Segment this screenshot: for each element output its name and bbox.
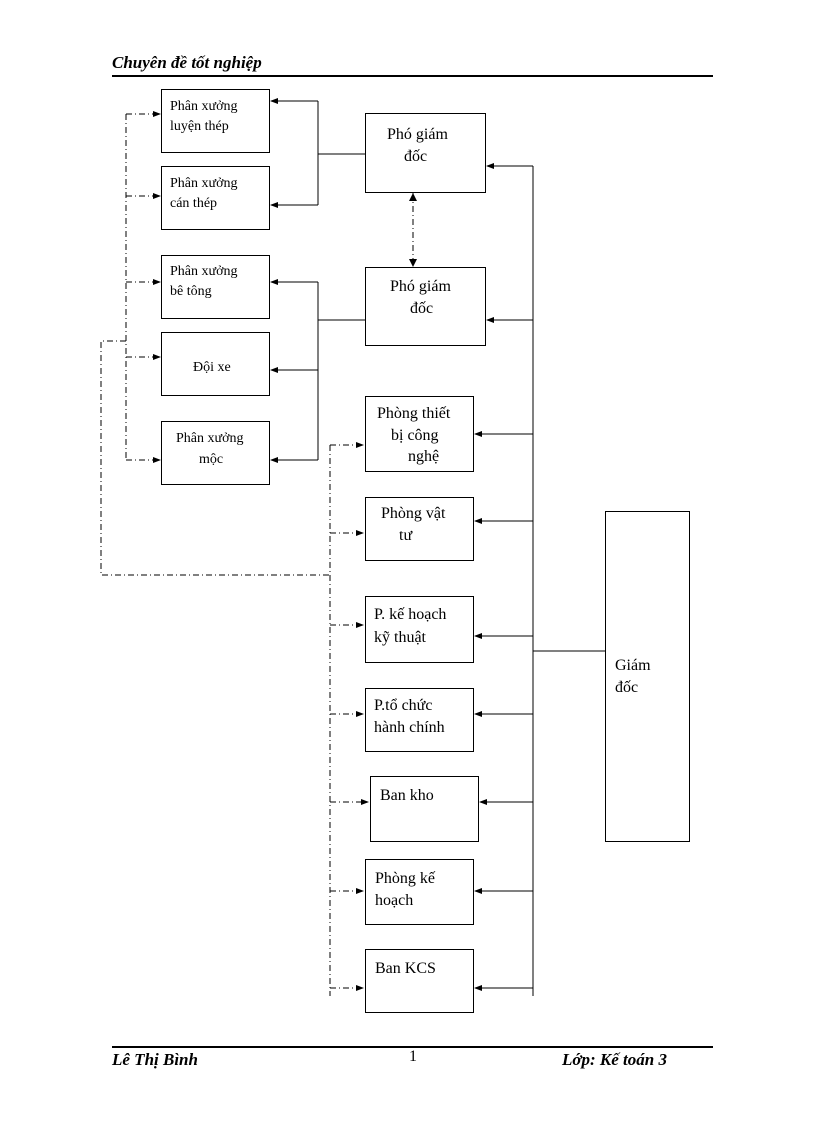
workshop-box: Phân xưởng luyện thép <box>161 89 270 153</box>
director-label-line2: đốc <box>615 679 639 696</box>
workshop-box: Phân xưởng bê tông <box>161 255 270 319</box>
department-label-line3: nghệ <box>408 448 440 465</box>
department-box: Phòng thiết bị công nghệ <box>365 396 474 472</box>
department-label-line2: tư <box>399 527 413 544</box>
department-box: P.tổ chức hành chính <box>365 688 474 752</box>
workshop-label-line2: luyện thép <box>170 119 229 134</box>
workshop-box: Đội xe <box>161 332 270 396</box>
department-label-line1: Phòng thiết <box>377 405 451 422</box>
department-label-line1: P.tổ chức <box>374 697 433 714</box>
workshop-label-line2: mộc <box>199 452 224 467</box>
department-label-line2: kỹ thuật <box>374 629 426 646</box>
department-box: P. kế hoạch kỹ thuật <box>365 596 474 663</box>
department-box: Phòng kế hoạch <box>365 859 474 925</box>
department-box: Ban kho <box>370 776 479 842</box>
deputy-2-label-line2: đốc <box>410 300 434 317</box>
page-number: 1 <box>409 1048 417 1065</box>
department-label-line1: Ban KCS <box>375 960 436 977</box>
footer-author: Lê Thị Bình <box>112 1050 198 1069</box>
workshop-label-line1: Phân xưởng <box>170 264 238 279</box>
department-label-line1: P. kế hoạch <box>374 606 447 623</box>
workshop-label-line1: Phân xưởng <box>176 431 244 446</box>
department-label-line2: hành chính <box>374 719 445 736</box>
workshop-box: Phân xưởng cán thép <box>161 166 270 230</box>
director-label-line1: Giám <box>615 657 651 674</box>
deputy-director-2-box: Phó giám đốc <box>365 267 486 346</box>
workshop-box: Phân xưởng mộc <box>161 421 270 485</box>
workshop-label-line2: bê tông <box>170 284 212 299</box>
page-header-title: Chuyên đề tốt nghiệp <box>112 53 262 72</box>
workshop-label-line2: cán thép <box>170 196 218 211</box>
department-label-line1: Phòng vật <box>381 505 446 522</box>
deputy-director-1-box: Phó giám đốc <box>365 113 486 193</box>
department-box: Ban KCS <box>365 949 474 1013</box>
deputy-1-label-line2: đốc <box>404 148 428 165</box>
workshop-label-line1: Phân xưởng <box>170 176 238 191</box>
deputy-1-label-line1: Phó giám <box>387 126 448 143</box>
department-box: Phòng vật tư <box>365 497 474 561</box>
header-rule <box>112 75 713 77</box>
workshop-label-line1: Đội xe <box>193 360 231 375</box>
footer-class: Lớp: Kế toán 3 <box>562 1050 667 1069</box>
department-label-line1: Ban kho <box>380 787 434 804</box>
footer-rule <box>112 1046 713 1048</box>
deputy-2-label-line1: Phó giám <box>390 278 451 295</box>
director-box: Giám đốc <box>605 511 690 842</box>
department-label-line2: hoạch <box>375 892 414 909</box>
department-label-line2: bị công <box>391 427 439 444</box>
department-label-line1: Phòng kế <box>375 870 435 887</box>
workshop-label-line1: Phân xưởng <box>170 99 238 114</box>
